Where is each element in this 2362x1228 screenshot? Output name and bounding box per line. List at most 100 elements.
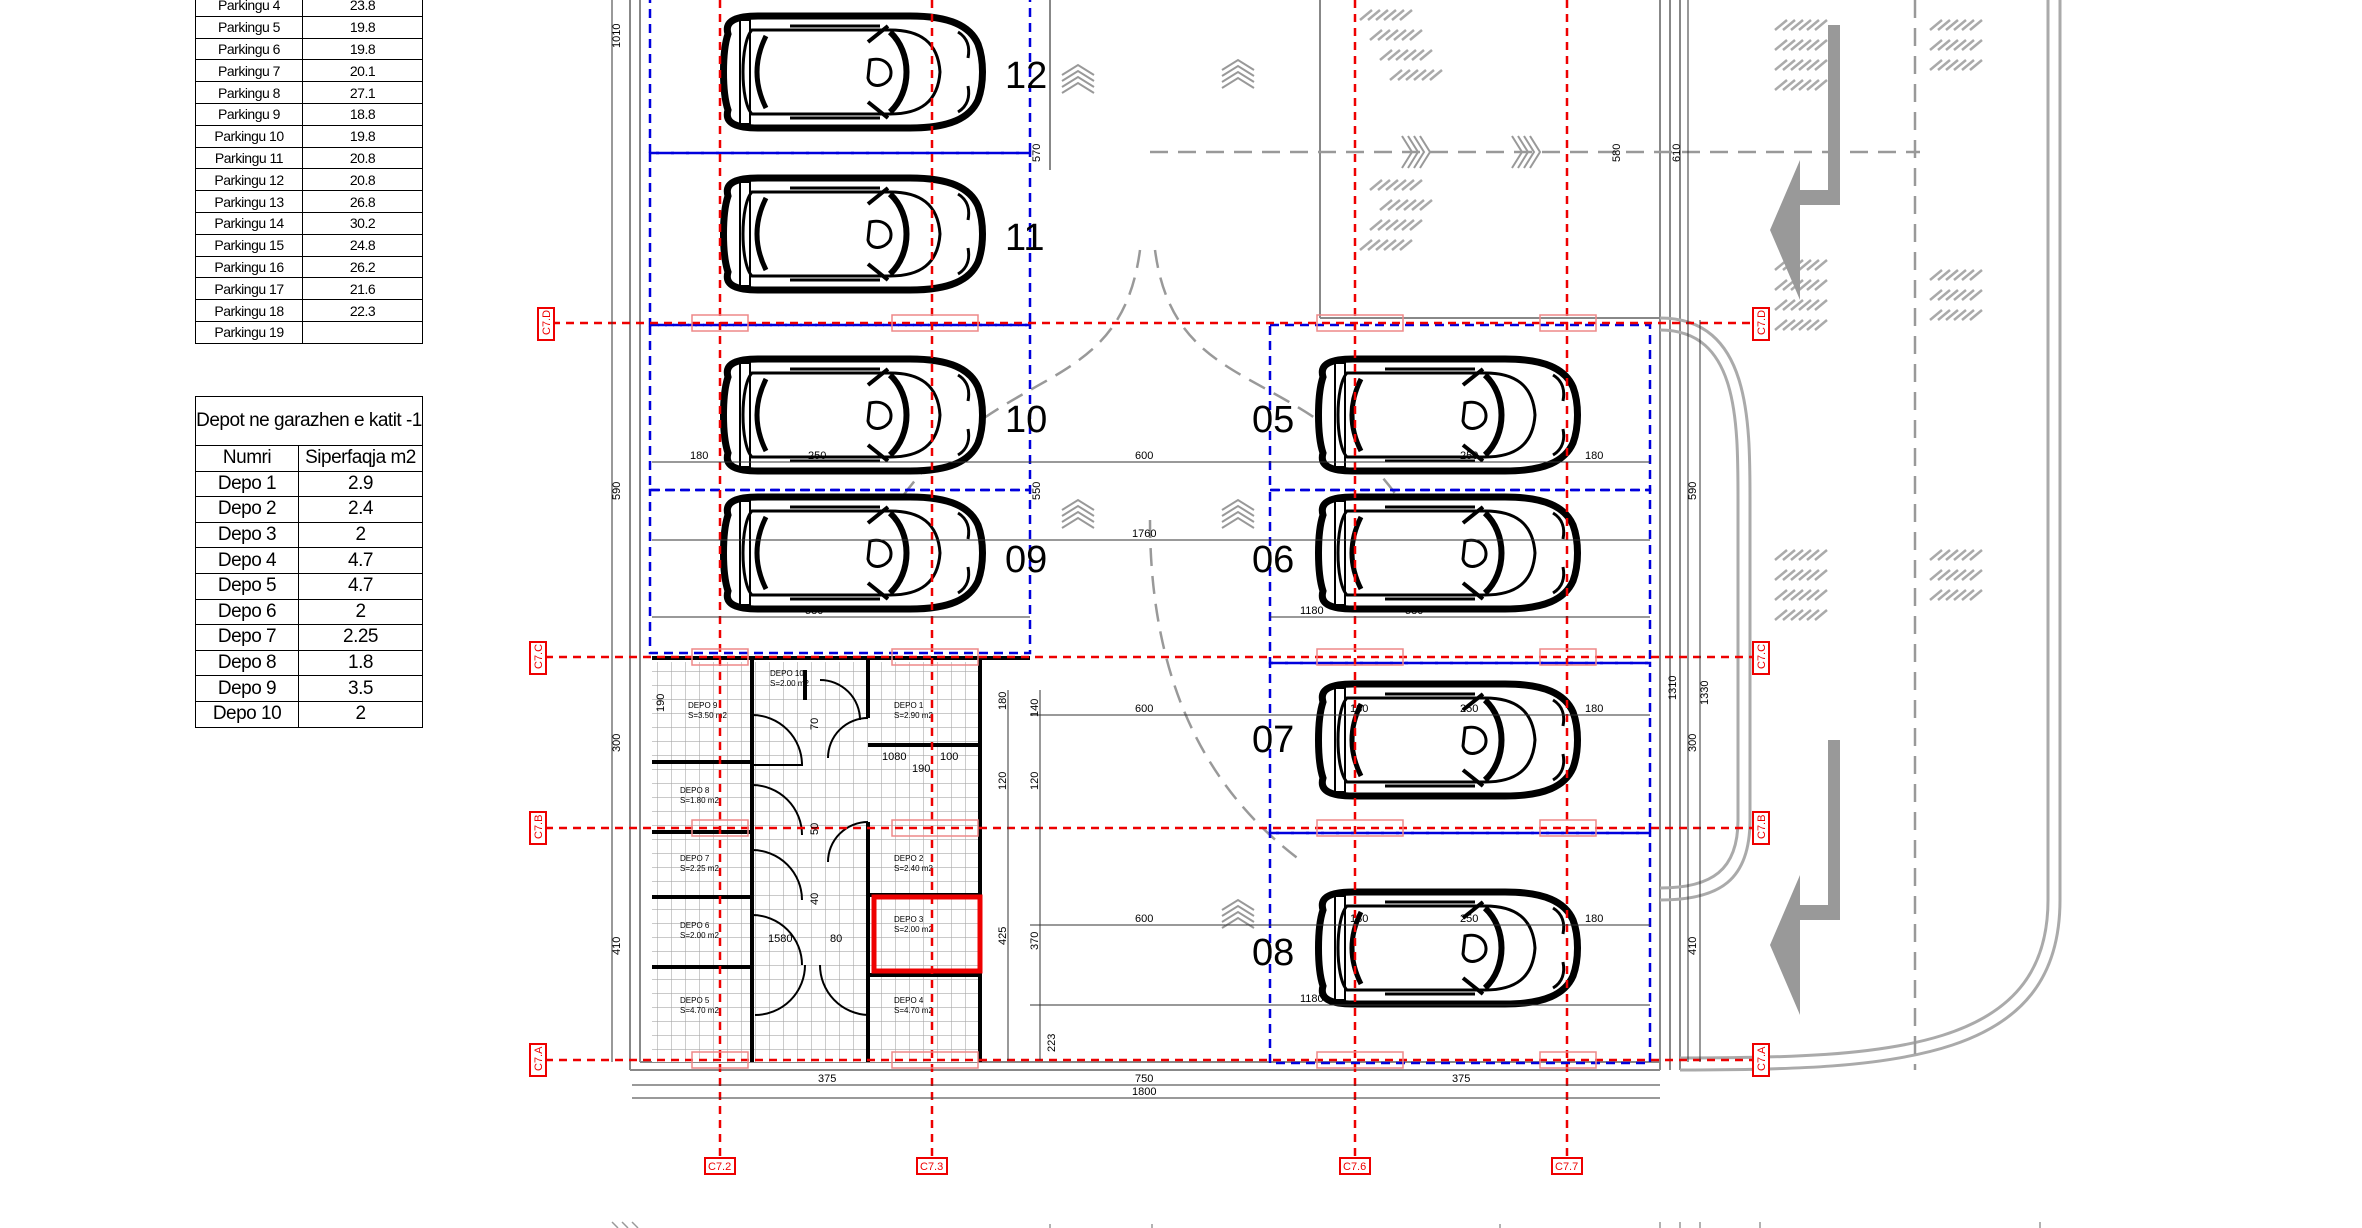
depot-5-area: S=4.70 m2: [680, 1006, 719, 1015]
dim-v-120-a: 120: [997, 772, 1009, 790]
parking-spot-boundaries: [648, 0, 1652, 1065]
depot-5-name: DEPO 5: [680, 996, 710, 1005]
spot-labels: 12 11 10 09 05 06 07 08: [1005, 55, 1294, 974]
dim-left-1010: 1010: [611, 24, 623, 48]
dim-1580: 1580: [768, 933, 792, 945]
depot-area-cell: 4.7: [298, 547, 423, 574]
dim-250-4: 250: [808, 450, 826, 462]
dim-bottom-right: 375: [1452, 1073, 1470, 1085]
depot-2-name: DEPO 2: [894, 854, 924, 863]
parking-area-cell: 27.1: [302, 81, 423, 104]
dim-total-1760: 1760: [1132, 528, 1156, 540]
parking-area-cell: 18.8: [302, 102, 423, 126]
parking-area-cell: 22.3: [302, 299, 423, 322]
depot-name-cell: Depo 5: [195, 572, 299, 600]
depot-name-cell: Depo 4: [195, 547, 299, 574]
dim-right-580: 580: [1405, 605, 1423, 617]
parking-area-cell: 19.8: [302, 15, 423, 39]
depot-8-name: DEPO 8: [680, 786, 710, 795]
dim-v-580: 580: [1611, 144, 1623, 162]
dimension-texts: 375 750 375 1800 600 1760 600 600 580 58…: [611, 24, 1711, 1098]
dim-right-590: 590: [1687, 482, 1699, 500]
depot-1-area: S=2.90 m2: [894, 711, 933, 720]
dim-v-610: 610: [1671, 144, 1683, 162]
dimension-lines: [611, 0, 1701, 1099]
parking-name-cell: Parkingu 6: [195, 37, 303, 61]
depot-area-cell: 2.4: [298, 496, 423, 523]
spot-label-12: 12: [1005, 55, 1047, 97]
axis-row-label-d-left: C7.D: [541, 310, 553, 335]
dim-v-180: 180: [997, 692, 1009, 710]
axis-col-label-6: C7.6: [1343, 1161, 1366, 1173]
ramp: [1659, 0, 2062, 1072]
depot-7-name: DEPO 7: [680, 854, 710, 863]
depot-8-area: S=1.80 m2: [680, 796, 719, 805]
parking-area-cell: 19.8: [302, 124, 423, 148]
dim-1180-lower: 1180: [1300, 993, 1324, 1005]
depot-3-name: DEPO 3: [894, 915, 924, 924]
depot-table-header-row: Numri Siperfaqja m2: [195, 445, 423, 472]
dim-v-425: 425: [997, 927, 1009, 945]
dim-80: 80: [830, 933, 842, 945]
dim-v-50: 50: [809, 823, 821, 835]
parking-name-cell: Parkingu 9: [195, 102, 303, 126]
dim-right-1330: 1330: [1699, 681, 1711, 705]
dim-right-300: 300: [1687, 734, 1699, 752]
parking-area-cell: 26.2: [302, 255, 423, 279]
dim-180-mid: 180: [1350, 703, 1368, 715]
depot-4-area: S=4.70 m2: [894, 1006, 933, 1015]
dim-250-2: 250: [1460, 913, 1478, 925]
dim-100: 100: [940, 751, 958, 763]
depot-area-cell: 2: [298, 700, 423, 728]
spot-label-11: 11: [1005, 217, 1044, 259]
dim-1080: 1080: [882, 751, 906, 763]
depot-area-cell: 3.5: [298, 675, 423, 702]
parking-table-row: Parkingu 19: [195, 320, 423, 344]
dim-180-right-2: 180: [1585, 703, 1603, 715]
depot-1-name: DEPO 1: [894, 701, 924, 710]
spot-label-07: 07: [1252, 719, 1294, 761]
depot-table-title-row: Depot ne garazhen e katit -1: [195, 396, 423, 446]
dim-v-140: 140: [1029, 699, 1041, 717]
dim-v-70: 70: [809, 718, 821, 730]
dim-v-570: 570: [1031, 144, 1043, 162]
depot-col-area-header: Siperfaqja m2: [298, 445, 423, 472]
dim-180-right-1: 180: [1585, 450, 1603, 462]
depot-10-name: DEPO 10: [770, 669, 804, 678]
depot-table-body: Depot ne garazhen e katit -1 Numri Siper…: [195, 396, 423, 728]
parking-area-cell: [302, 320, 423, 344]
depot-9-name: DEPO 9: [688, 701, 718, 710]
dim-250-1: 250: [1460, 703, 1478, 715]
parking-name-cell: Parkingu 8: [195, 81, 303, 104]
dim-right-1310: 1310: [1667, 676, 1679, 700]
ramp-direction-arrows: [1770, 25, 1840, 1015]
axis-row-label-d-right: C7.D: [1756, 310, 1768, 335]
axis-labels: C7.D C7.C C7.B C7.A C7.D C7.C C7.B C7.A …: [529, 307, 1770, 1175]
depot-area-cell: 2.25: [298, 624, 423, 651]
dim-aisle-upper: 600: [1135, 450, 1153, 462]
axis-row-label-b-left: C7.B: [533, 815, 545, 839]
depot-7-area: S=2.25 m2: [680, 864, 719, 873]
parking-name-cell: Parkingu 7: [195, 59, 303, 83]
depot-10-area: S=2.00 m2: [770, 679, 809, 688]
axis-row-label-c-left: C7.C: [533, 644, 545, 669]
highlighted-depot-3: [871, 894, 983, 974]
spot-label-08: 08: [1252, 932, 1294, 974]
axis-row-label-a-right: C7.A: [1756, 1046, 1768, 1071]
cropped-bottom-marks: [611, 1221, 2041, 1228]
dim-bottom-mid: 750: [1135, 1073, 1153, 1085]
dim-left-410: 410: [611, 937, 623, 955]
axis-col-label-3: C7.3: [920, 1161, 943, 1173]
dim-bottom-left: 375: [818, 1073, 836, 1085]
dim-250-3: 250: [1460, 450, 1478, 462]
parking-area-cell: 19.8: [302, 37, 423, 61]
